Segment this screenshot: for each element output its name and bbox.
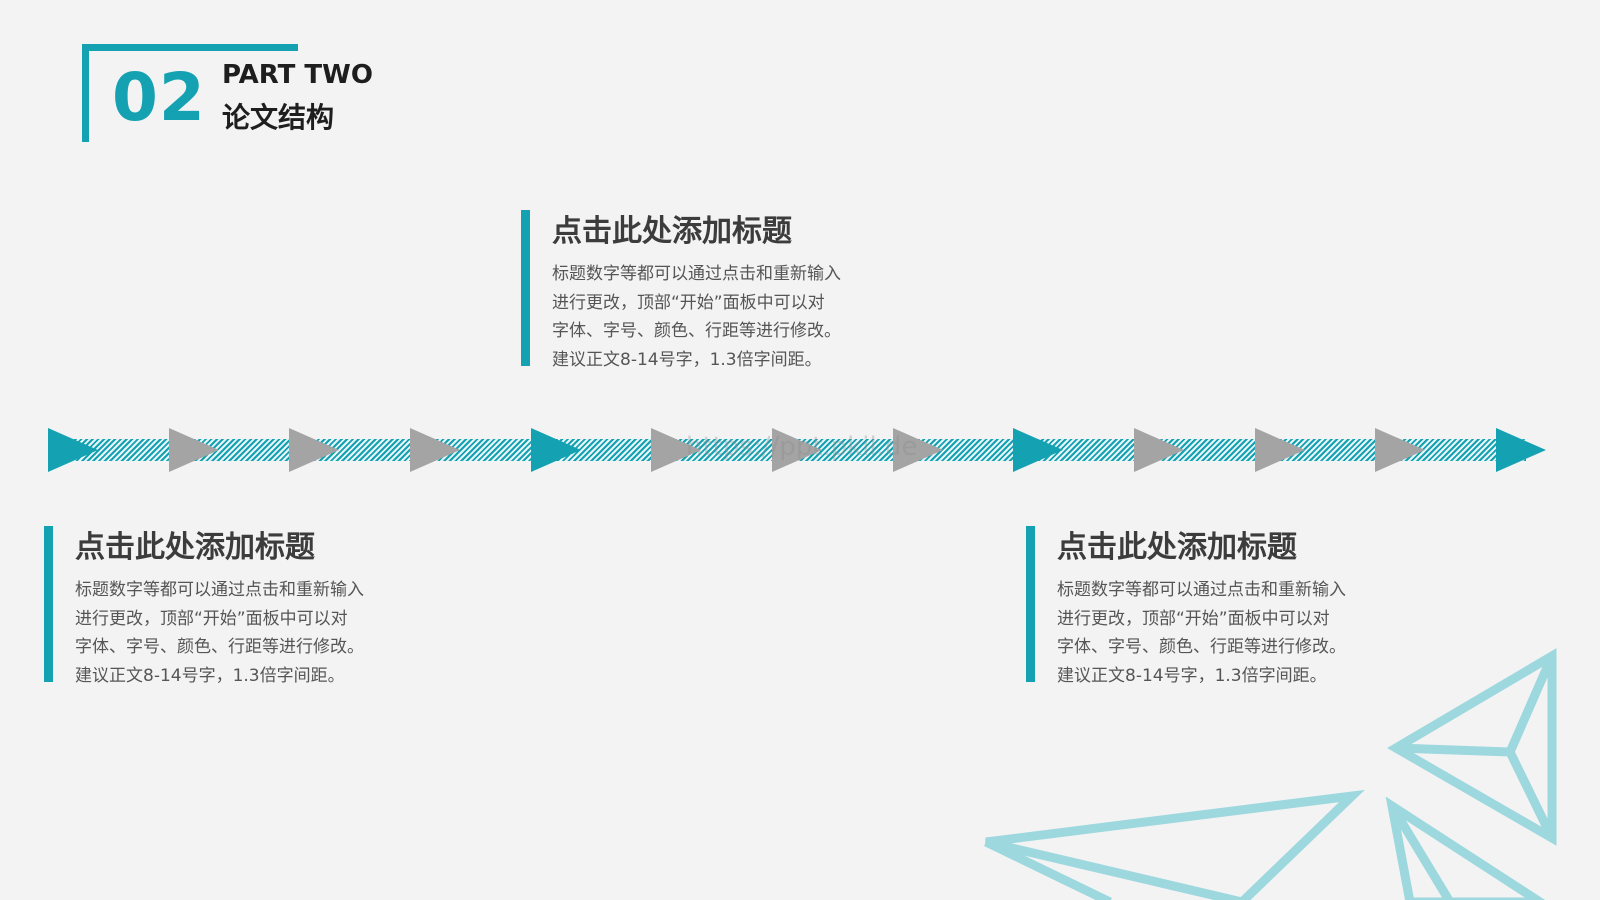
body-line: 标题数字等都可以通过点击和重新输入 xyxy=(552,264,841,284)
paper-plane-outline xyxy=(1385,796,1546,900)
timeline-arrow-icon xyxy=(1496,428,1546,472)
body-line: 字体、字号、颜色、行距等进行修改。 xyxy=(75,637,364,657)
body-line: 建议正文8-14号字，1.3倍字间距。 xyxy=(552,349,822,370)
timeline-arrow-icon xyxy=(169,428,219,472)
paper-plane-outline xyxy=(1387,648,1557,846)
timeline-arrow-icon xyxy=(1255,428,1305,472)
accent-bar xyxy=(44,526,53,682)
timeline-arrow-icon xyxy=(48,428,98,472)
body-line: 进行更改，顶部“开始”面板中可以对 xyxy=(552,292,825,313)
block-title[interactable]: 点击此处添加标题 xyxy=(552,214,792,249)
timeline xyxy=(48,428,1546,472)
accent-bar xyxy=(521,210,530,366)
part-label: PART TWO xyxy=(222,60,373,90)
body-line: 建议正文8-14号字，1.3倍字间距。 xyxy=(75,665,345,686)
body-line: 进行更改，顶部“开始”面板中可以对 xyxy=(75,608,348,629)
block-body[interactable]: 标题数字等都可以通过点击和重新输入 进行更改，顶部“开始”面板中可以对 字体、字… xyxy=(552,260,892,374)
timeline-arrow-icon xyxy=(1134,428,1184,472)
paper-plane-outline xyxy=(984,789,1365,900)
paper-plane-fold xyxy=(1388,803,1454,900)
timeline-arrow-icon xyxy=(410,428,460,472)
timeline-arrow-icon xyxy=(289,428,339,472)
body-line: 标题数字等都可以通过点击和重新输入 xyxy=(75,580,364,600)
body-line: 字体、字号、颜色、行距等进行修改。 xyxy=(1057,637,1346,657)
timeline-arrow-icon xyxy=(1013,428,1063,472)
block-title[interactable]: 点击此处添加标题 xyxy=(75,530,315,565)
body-line: 进行更改，顶部“开始”面板中可以对 xyxy=(1057,608,1330,629)
watermark: https://ppt.pkil.de xyxy=(686,432,918,462)
timeline-arrow-icon xyxy=(893,428,943,472)
block-body[interactable]: 标题数字等都可以通过点击和重新输入 进行更改，顶部“开始”面板中可以对 字体、字… xyxy=(1057,576,1397,690)
header-frame xyxy=(82,44,298,142)
timeline-arrow-icon xyxy=(772,428,822,472)
timeline-arrow-icon xyxy=(531,428,581,472)
block-body[interactable]: 标题数字等都可以通过点击和重新输入 进行更改，顶部“开始”面板中可以对 字体、字… xyxy=(75,576,415,690)
body-line: 建议正文8-14号字，1.3倍字间距。 xyxy=(1057,665,1327,686)
timeline-arrow-icon xyxy=(1375,428,1425,472)
body-line: 标题数字等都可以通过点击和重新输入 xyxy=(1057,580,1346,600)
body-line: 字体、字号、颜色、行距等进行修改。 xyxy=(552,321,841,341)
accent-bar xyxy=(1026,526,1035,682)
timeline-arrow-icon xyxy=(651,428,701,472)
paper-plane-fold xyxy=(984,837,1112,900)
paper-plane-fold xyxy=(1505,750,1557,840)
part-number: 02 xyxy=(112,59,206,136)
block-title[interactable]: 点击此处添加标题 xyxy=(1057,530,1297,565)
paper-plane-decoration xyxy=(984,648,1557,900)
part-title: 论文结构 xyxy=(222,101,335,134)
